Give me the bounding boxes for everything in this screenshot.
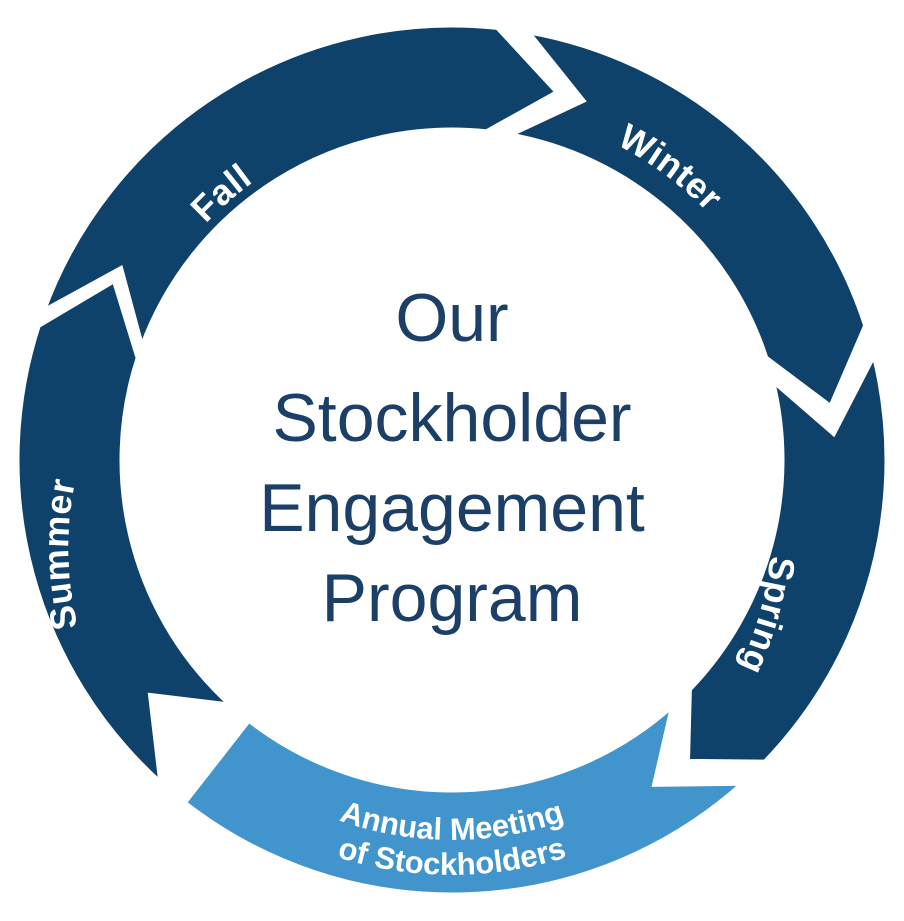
center-title: Our Stockholder Engagement Program: [259, 280, 645, 636]
segment-summer: [14, 276, 239, 790]
center-title-line-4: Program: [322, 560, 583, 636]
center-title-line-2: Stockholder: [272, 380, 631, 456]
segment-annual-meeting: [180, 698, 750, 898]
segment-winter: [501, 27, 869, 411]
segment-spring: [684, 347, 890, 765]
center-title-line-3: Engagement: [259, 470, 645, 546]
segment-fall: [38, 22, 562, 356]
center-title-line-1: Our: [395, 280, 508, 356]
cycle-ring: [14, 22, 890, 898]
